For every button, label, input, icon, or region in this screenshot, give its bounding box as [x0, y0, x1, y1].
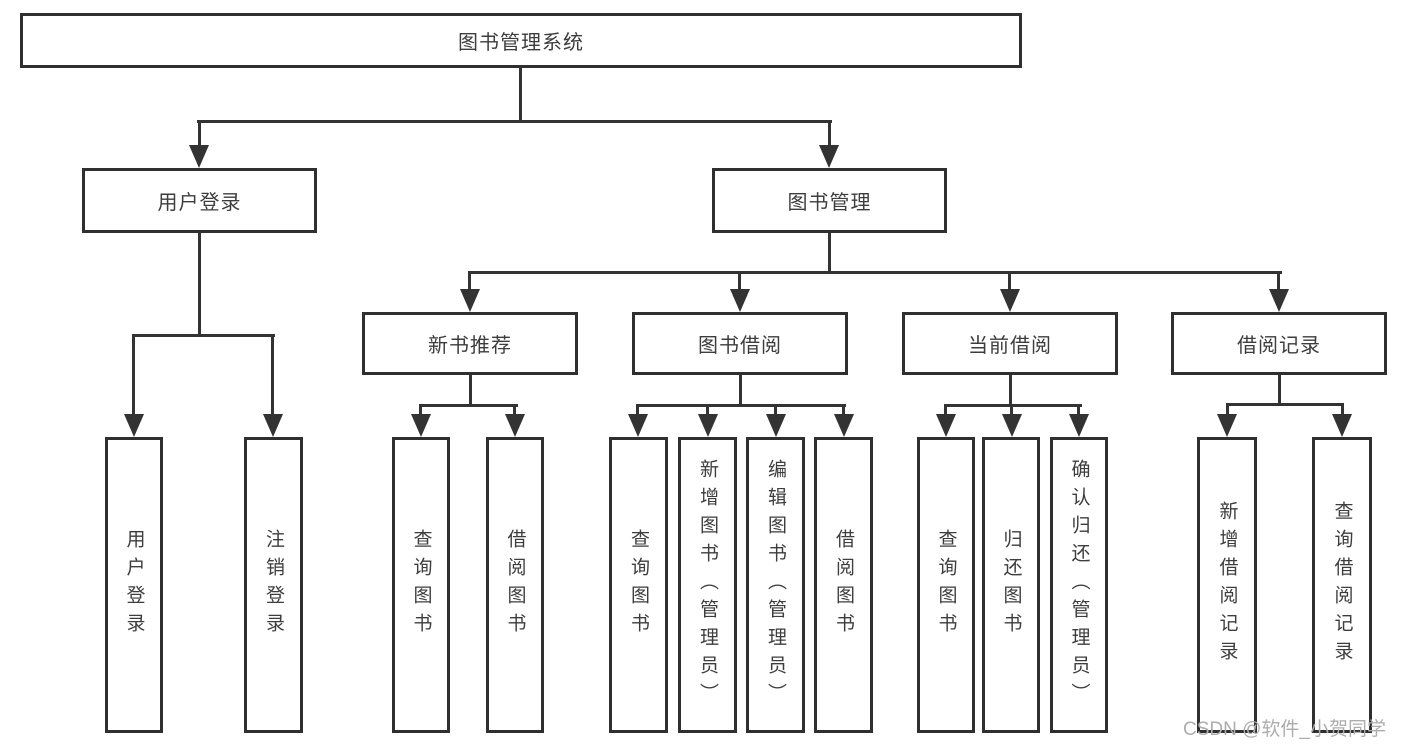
arrow-down-icon — [819, 145, 839, 168]
arrow-down-icon — [628, 414, 648, 437]
node-br-query-record-label: 查询借阅记录 — [1331, 501, 1353, 669]
node-cb-return-book: 归还图书 — [982, 437, 1040, 733]
node-cb-confirm-return-label: 确认归还（管理员） — [1068, 459, 1090, 711]
connector-line — [198, 120, 201, 148]
node-bb-edit-book-label: 编辑图书（管理员） — [765, 459, 786, 711]
node-bb-borrow-book: 借阅图书 — [814, 437, 873, 733]
connector-line — [513, 404, 516, 417]
node-book-management: 图书管理 — [712, 168, 947, 233]
node-logout: 注销登录 — [244, 437, 303, 733]
node-br-add-record-label: 新增借阅记录 — [1216, 501, 1238, 669]
connector-line — [1226, 403, 1229, 417]
connector-line — [1008, 271, 1011, 292]
node-bb-query-book-label: 查询图书 — [628, 529, 649, 641]
node-borrow-records: 借阅记录 — [1171, 312, 1387, 375]
arrow-down-icon — [124, 414, 144, 437]
node-user-login: 用户登录 — [82, 168, 317, 233]
arrow-down-icon — [698, 414, 718, 437]
node-login: 用户登录 — [105, 437, 163, 733]
node-borrow-records-label: 借阅记录 — [1237, 335, 1321, 357]
connector-line — [519, 68, 522, 120]
arrow-down-icon — [411, 414, 431, 437]
node-logout-label: 注销登录 — [263, 529, 284, 641]
connector-line — [1278, 375, 1281, 406]
node-bb-edit-book: 编辑图书（管理员） — [746, 437, 805, 733]
connector-line — [774, 404, 777, 417]
connector-line — [271, 334, 274, 418]
connector-line — [468, 271, 1282, 274]
connector-line — [197, 120, 832, 123]
node-root-label: 图书管理系统 — [458, 32, 584, 54]
connector-line — [828, 120, 831, 148]
connector-line — [842, 404, 845, 417]
arrow-down-icon — [1332, 414, 1352, 437]
arrow-down-icon — [1000, 289, 1020, 312]
arrow-down-icon — [1002, 414, 1022, 437]
connector-line — [132, 334, 135, 418]
connector-line — [419, 404, 518, 407]
connector-line — [828, 233, 831, 274]
connector-line — [133, 334, 275, 337]
connector-line — [1277, 271, 1280, 292]
connector-line — [1010, 404, 1013, 417]
node-current-borrow: 当前借阅 — [902, 312, 1118, 375]
node-cb-return-book-label: 归还图书 — [1000, 529, 1022, 641]
node-book-borrow-label: 图书借阅 — [698, 335, 782, 357]
arrow-down-icon — [834, 414, 854, 437]
arrow-down-icon — [189, 145, 209, 168]
connector-line — [419, 404, 422, 417]
csdn-watermark: CSDN @软件_小贺同学 — [1183, 719, 1386, 740]
connector-line — [198, 233, 201, 336]
node-nb-query-book-label: 查询图书 — [410, 529, 432, 641]
node-cb-query-book-label: 查询图书 — [935, 529, 957, 641]
connector-line — [1341, 403, 1344, 417]
node-new-book-recommend-label: 新书推荐 — [428, 335, 512, 357]
arrow-down-icon — [1217, 414, 1237, 437]
arrow-down-icon — [505, 414, 525, 437]
node-nb-borrow-book-label: 借阅图书 — [504, 529, 526, 641]
arrow-down-icon — [936, 414, 956, 437]
node-login-label: 用户登录 — [123, 529, 145, 641]
connector-line — [1226, 403, 1344, 406]
connector-line — [944, 404, 1082, 407]
connector-line — [944, 404, 947, 417]
arrow-down-icon — [1069, 414, 1089, 437]
node-br-query-record: 查询借阅记录 — [1312, 437, 1372, 733]
connector-line — [1077, 404, 1080, 417]
node-new-book-recommend: 新书推荐 — [362, 312, 578, 375]
node-bb-add-book: 新增图书（管理员） — [678, 437, 737, 733]
connector-line — [636, 404, 639, 417]
connector-line — [636, 404, 846, 407]
node-user-login-label: 用户登录 — [157, 192, 242, 214]
connector-line — [468, 271, 471, 292]
connector-line — [738, 271, 741, 292]
node-root: 图书管理系统 — [20, 13, 1022, 68]
node-nb-borrow-book: 借阅图书 — [486, 437, 544, 733]
arrow-down-icon — [1269, 289, 1289, 312]
node-current-borrow-label: 当前借阅 — [968, 335, 1052, 357]
node-bb-borrow-book-label: 借阅图书 — [833, 529, 854, 641]
node-nb-query-book: 查询图书 — [392, 437, 450, 733]
arrow-down-icon — [730, 289, 750, 312]
arrow-down-icon — [460, 289, 480, 312]
node-bb-add-book-label: 新增图书（管理员） — [697, 459, 718, 711]
connector-line — [469, 375, 472, 407]
node-cb-confirm-return: 确认归还（管理员） — [1050, 437, 1108, 733]
node-bb-query-book: 查询图书 — [609, 437, 668, 733]
connector-line — [706, 404, 709, 417]
node-cb-query-book: 查询图书 — [917, 437, 975, 733]
node-book-borrow: 图书借阅 — [632, 312, 848, 375]
node-br-add-record: 新增借阅记录 — [1197, 437, 1257, 733]
connector-line — [1009, 375, 1012, 406]
arrow-down-icon — [263, 414, 283, 437]
arrow-down-icon — [766, 414, 786, 437]
node-book-management-label: 图书管理 — [787, 192, 872, 214]
connector-line — [739, 375, 742, 406]
